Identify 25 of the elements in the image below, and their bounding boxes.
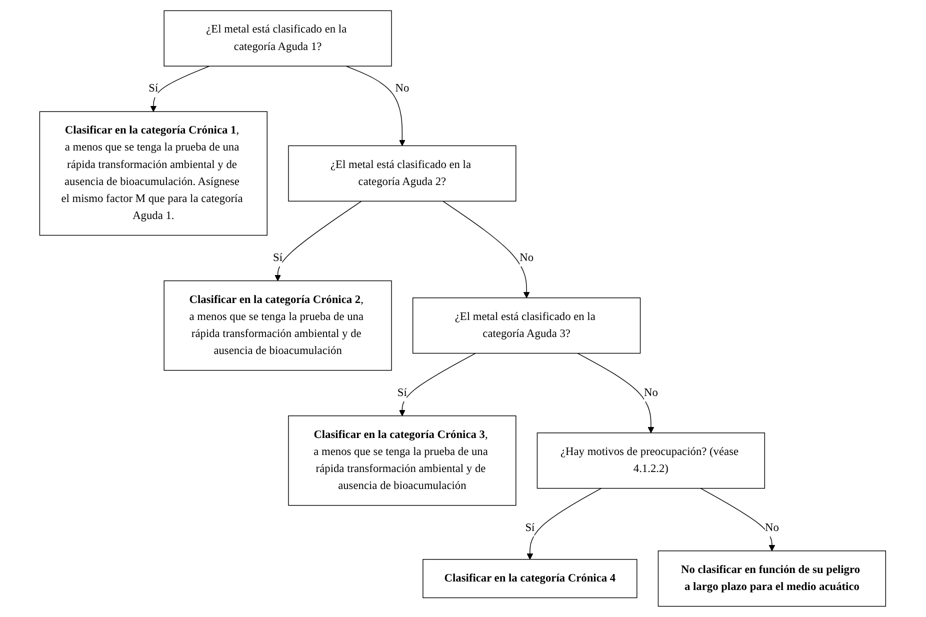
edge-label: No <box>520 252 534 264</box>
node-box: ¿El metal está clasificado en la categoría Aguda 1? <box>164 10 392 66</box>
edge-label: Sí <box>398 386 408 399</box>
node-box: ¿El metal está clasificado en la categoría Aguda 3? <box>412 297 641 354</box>
edge-label: Sí <box>526 522 535 534</box>
edge-label: No <box>765 522 780 534</box>
arrow <box>527 488 602 560</box>
arrow <box>399 352 476 416</box>
node-box: Clasificar en la categoría Crónica 3, a menos que se tenga la prueba de una rápida transformación ambiental y de ausencia de bioacumulación <box>288 415 517 506</box>
arrow <box>578 352 654 434</box>
node-box: Clasificar en la categoría Crónica 4 <box>422 559 638 598</box>
edge-label: No <box>396 82 410 95</box>
arrow <box>150 66 210 112</box>
node-box: Clasificar en la categoría Crónica 2, a menos que se tenga la prueba de una rápida transformación ambiental y de ausencia de bioacumulación <box>164 280 392 371</box>
node-box: ¿El metal está clasificado en la categoría Aguda 2? <box>288 145 517 202</box>
edge-label: No <box>644 386 658 399</box>
node-box: Clasificar en la categoría Crónica 1, a menos que se tenga la prueba de una rápida transformación ambiental y de ausencia de bioacumulación. Asígnese el mismo factor M que para la categoría Aguda 1. <box>40 111 268 236</box>
node-box: ¿Hay motivos de preocupación? (véase 4.1.2.2) <box>537 432 766 489</box>
arrow <box>274 200 362 282</box>
arrow <box>346 66 406 146</box>
edge-label: Sí <box>148 82 158 95</box>
arrow <box>442 200 530 298</box>
arrow <box>700 488 776 552</box>
node-box: No clasificar en función de su peligro a largo plazo para el medio acuático <box>658 550 886 607</box>
edge-label: Sí <box>273 252 283 264</box>
